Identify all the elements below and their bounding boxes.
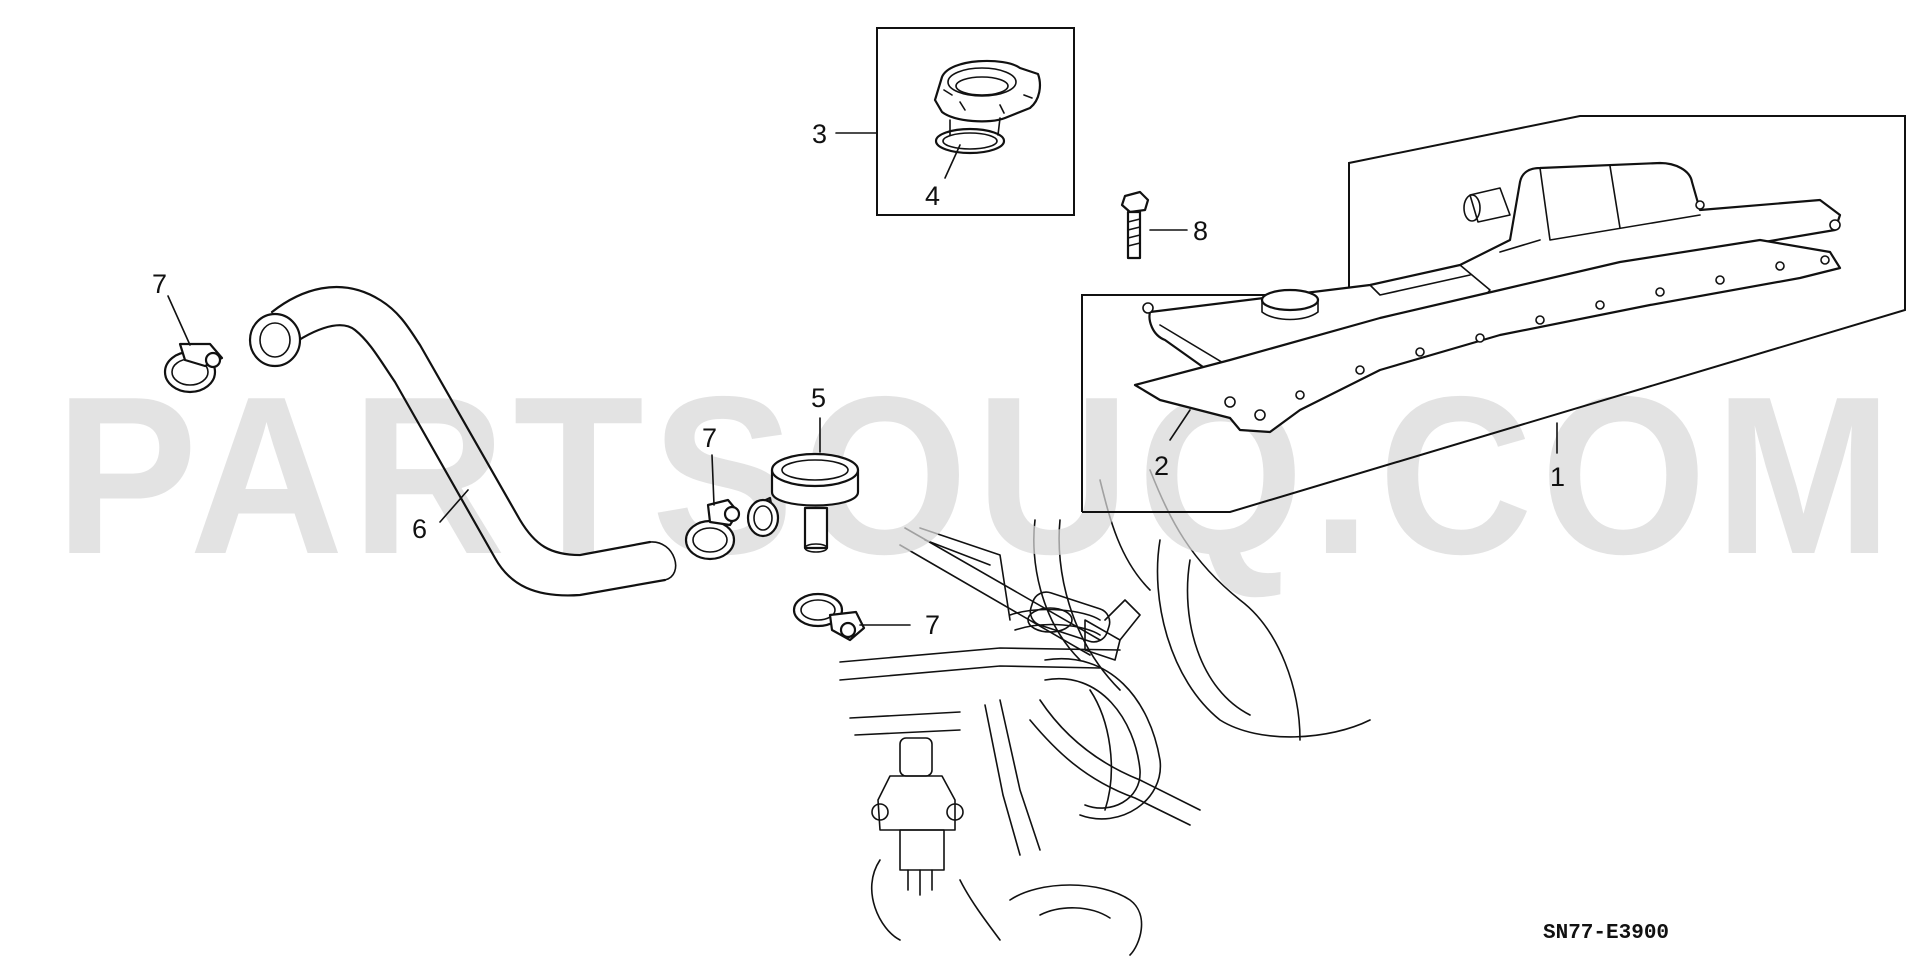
callout-3: 3 <box>812 119 827 149</box>
head-cover-gasket[interactable] <box>1133 238 1842 434</box>
hose-clamp-2[interactable] <box>684 498 741 561</box>
diagram-code: SN77-E3900 <box>1543 922 1669 945</box>
callout-7-top-left: 7 <box>152 269 167 299</box>
callout-4: 4 <box>925 181 940 211</box>
breather-hose[interactable] <box>248 286 677 597</box>
pcv-valve[interactable] <box>746 452 860 553</box>
callout-7-lower: 7 <box>925 610 940 640</box>
leader-lines <box>167 132 1558 626</box>
oil-filler-cap[interactable] <box>933 59 1041 123</box>
callout-7-middle: 7 <box>702 423 717 453</box>
callout-2: 2 <box>1154 451 1169 481</box>
oil-filler-cap-group <box>876 27 1075 216</box>
oil-filler-cap-box <box>876 27 1075 216</box>
head-cover-bolt[interactable] <box>1120 190 1150 260</box>
engine-background <box>839 469 1371 956</box>
gasket-holes <box>1224 255 1830 421</box>
callout-6: 6 <box>412 514 427 544</box>
head-cover-outline <box>1081 115 1906 513</box>
hose-clamp-3[interactable] <box>792 592 866 642</box>
callout-8: 8 <box>1193 216 1208 246</box>
filler-neck <box>1260 288 1320 312</box>
callout-5: 5 <box>811 383 826 413</box>
callout-1: 1 <box>1550 462 1565 492</box>
watermark-text: PARTSOUQ.COM <box>55 349 1900 601</box>
hose-clamp-1[interactable] <box>163 342 224 394</box>
